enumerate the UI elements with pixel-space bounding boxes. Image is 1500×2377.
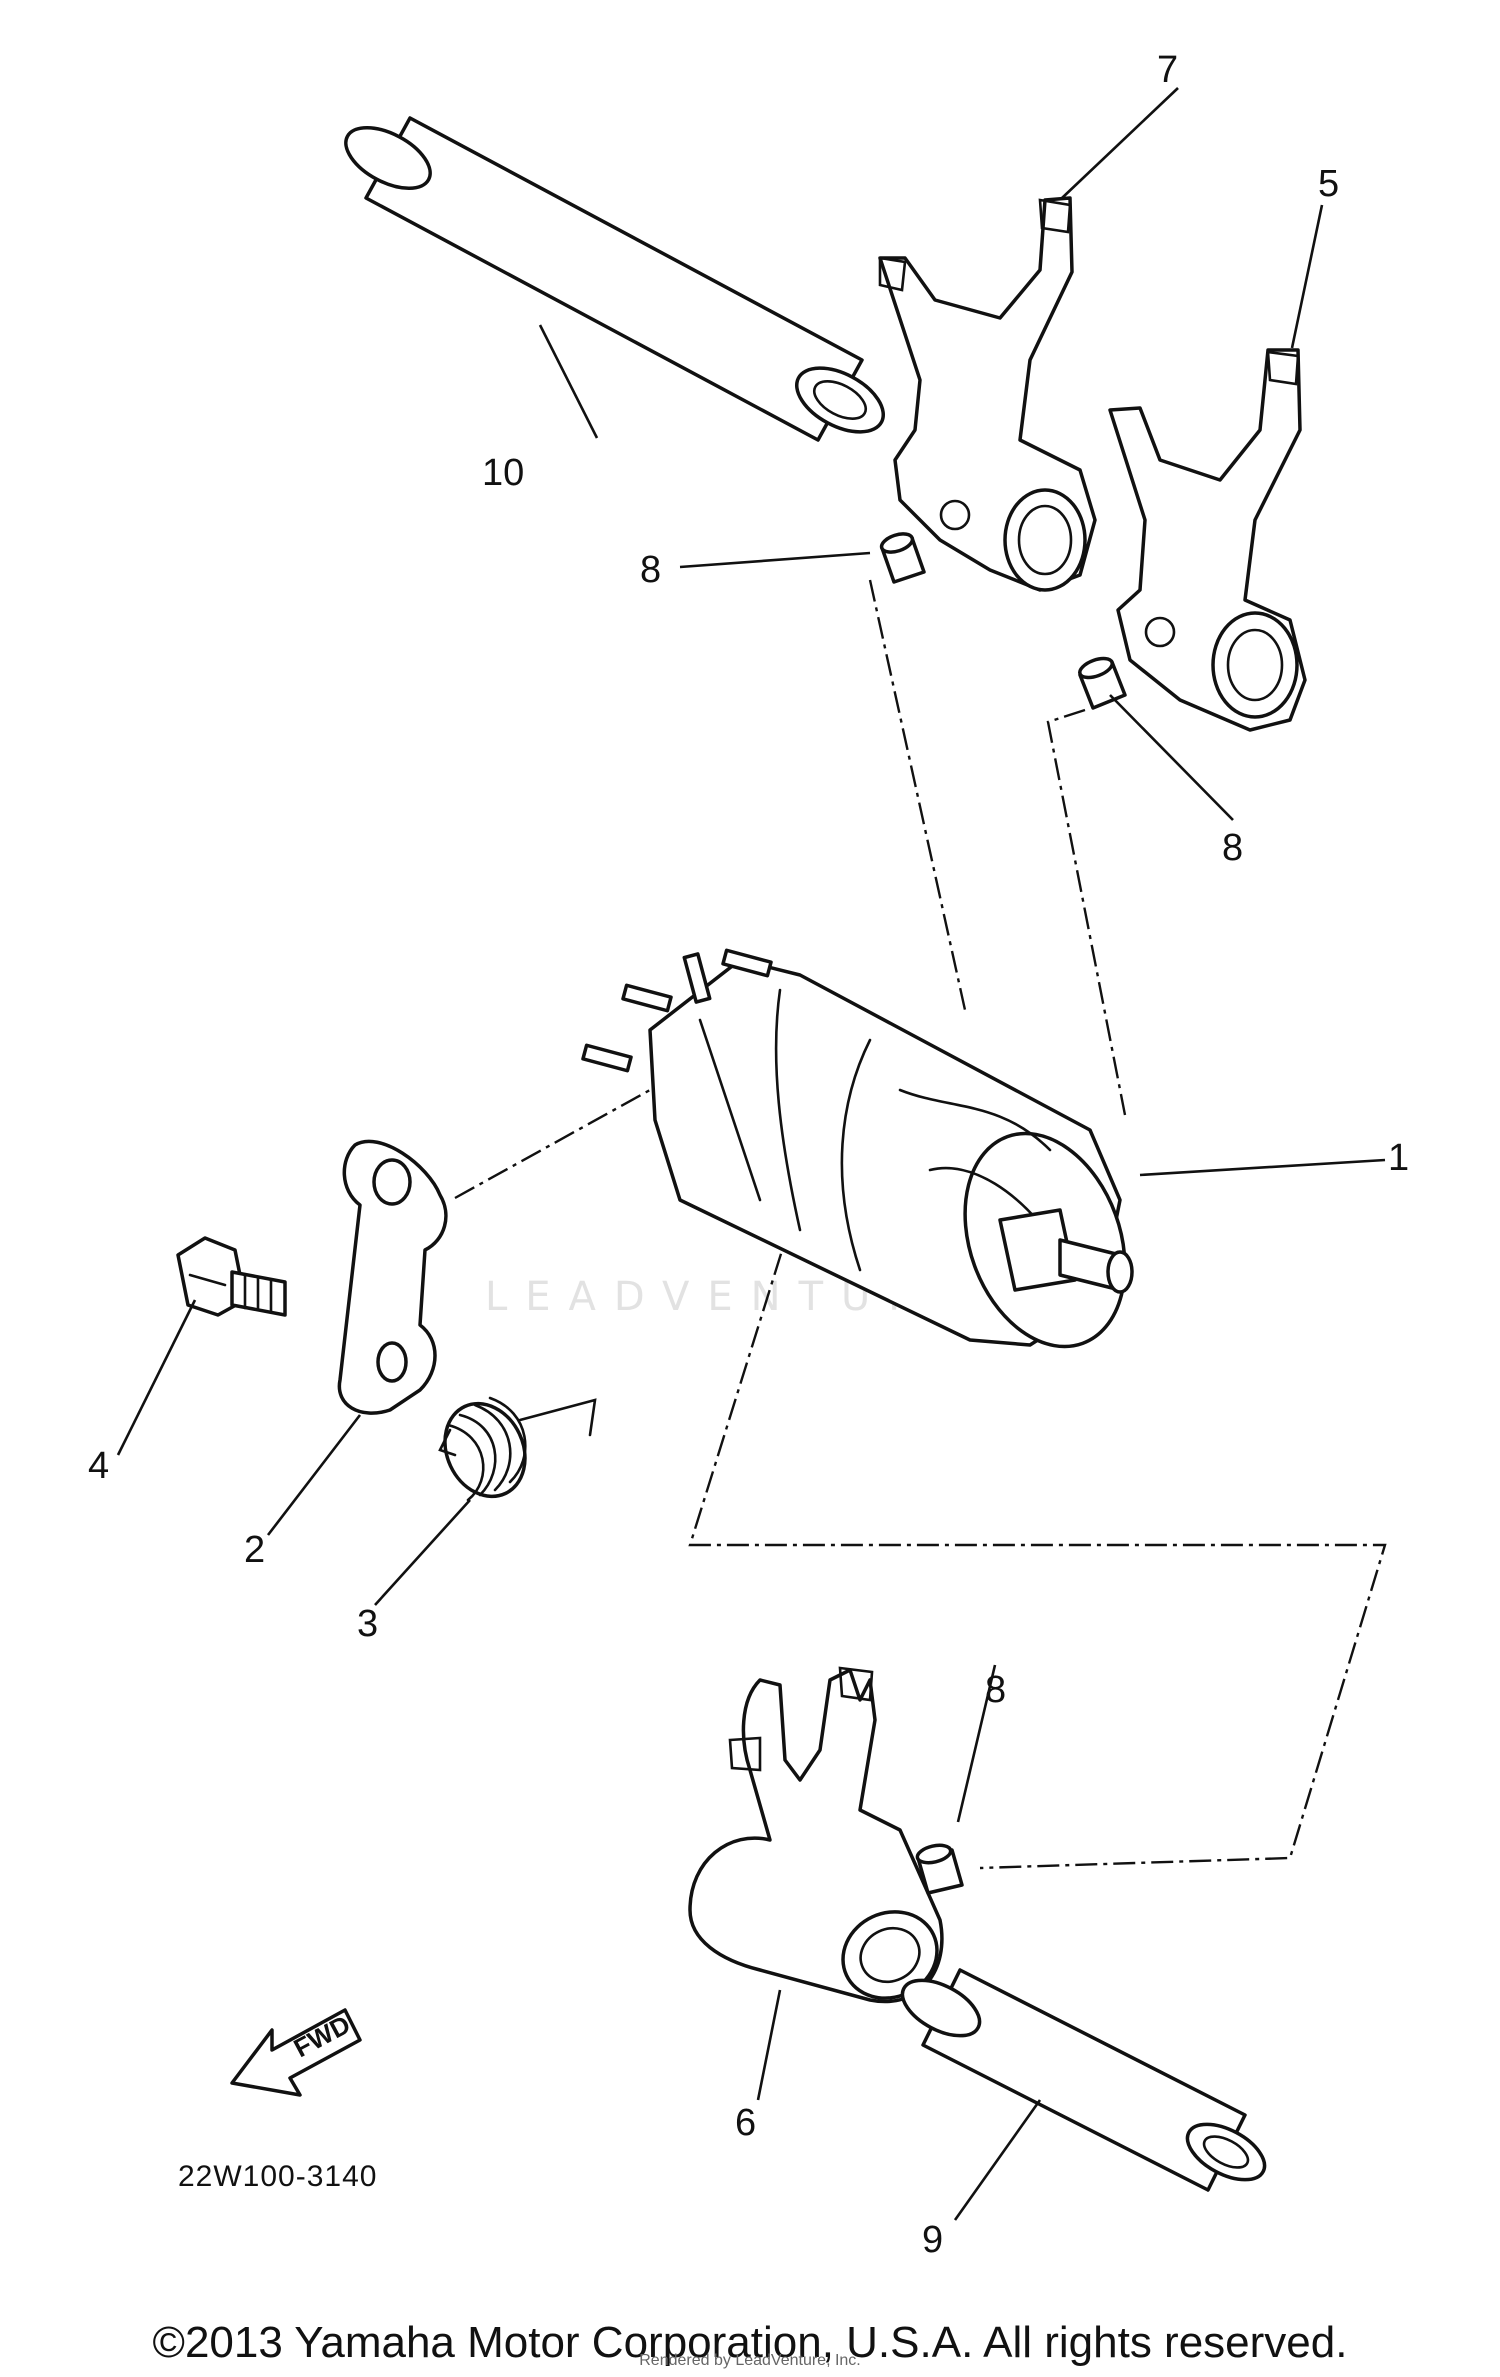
part-8-pin-right[interactable]: [1077, 655, 1127, 710]
callout-6: 6: [735, 2102, 756, 2144]
diagram-code: 22W100-3140: [178, 2160, 377, 2193]
part-10-shift-shaft[interactable]: [336, 115, 894, 445]
callout-1: 1: [1388, 1137, 1409, 1179]
callout-8-right: 8: [1222, 827, 1243, 869]
assembly-line-fork6: [688, 1144, 1387, 1870]
part-3-torsion-spring[interactable]: [430, 1390, 597, 1509]
part-7-shift-fork[interactable]: [878, 196, 1097, 592]
callout-10: 10: [482, 452, 524, 494]
callout-8-upper: 8: [640, 549, 661, 591]
assembly-line-plate: [454, 1088, 651, 1200]
callout-8-lower: 8: [985, 1669, 1006, 1711]
part-6-shift-fork[interactable]: [688, 1666, 951, 2013]
callout-9: 9: [922, 2219, 943, 2261]
part-8-pin-lower[interactable]: [915, 1842, 964, 1895]
part-8-pin-upper[interactable]: [879, 530, 926, 584]
part-5-shift-fork[interactable]: [1108, 348, 1307, 732]
leader-lines: [116, 87, 1386, 2221]
callout-5: 5: [1318, 163, 1339, 205]
fwd-direction-arrow: FWD: [230, 2008, 362, 2097]
callout-7: 7: [1157, 49, 1178, 91]
part-2-stopper-lever[interactable]: [337, 1139, 448, 1415]
copyright-notice: ©2013 Yamaha Motor Corporation, U.S.A. A…: [152, 2318, 1348, 2367]
assembly-line-fork7: [868, 579, 967, 1011]
part-1-shift-cam-drum[interactable]: [581, 948, 1153, 1369]
callout-3: 3: [357, 1603, 378, 1645]
render-credit: Rendered by LeadVenture, Inc.: [639, 2352, 861, 2369]
part-4-bolt[interactable]: [176, 1236, 287, 1317]
callout-4: 4: [88, 1445, 109, 1487]
assembly-line-fork5: [1046, 708, 1127, 1116]
part-9-shift-shaft[interactable]: [894, 1968, 1274, 2192]
callout-2: 2: [244, 1529, 265, 1571]
